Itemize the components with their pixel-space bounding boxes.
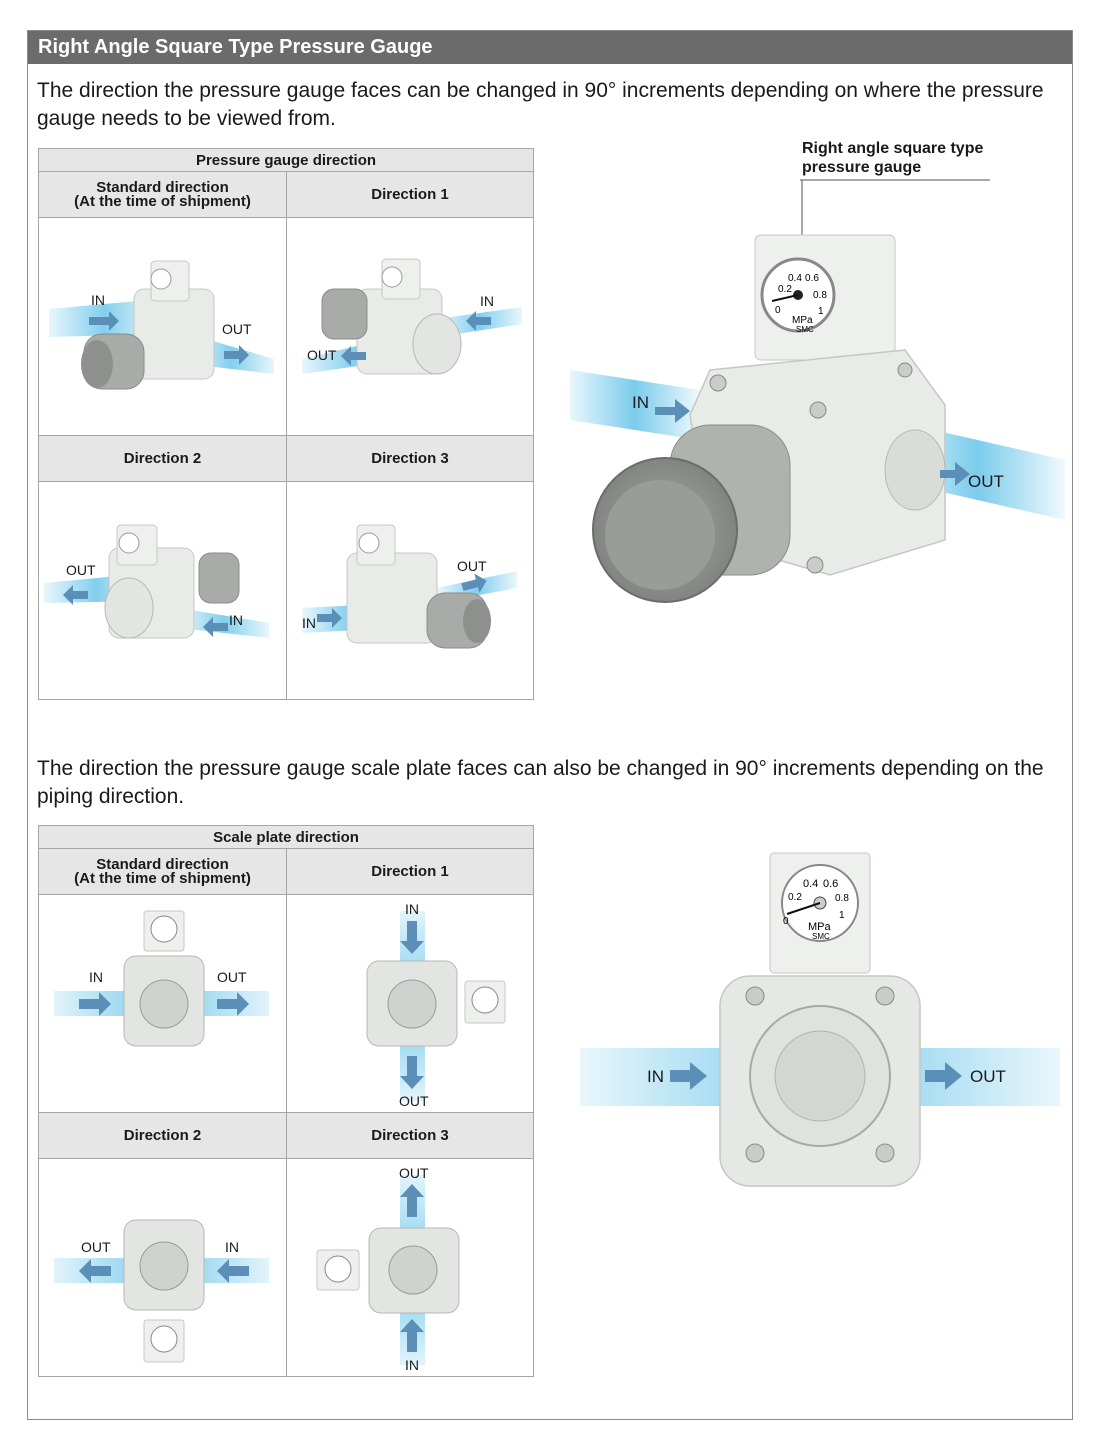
regulator-illustration: IN OUT <box>302 524 517 648</box>
out-label: OUT <box>217 969 247 985</box>
in-label: IN <box>647 1067 664 1086</box>
header-direction-2: Direction 2 <box>38 435 287 482</box>
header-line: (At the time of shipment) <box>74 869 251 887</box>
pressure-gauge-direction-table: Pressure gauge direction Standard direct… <box>38 148 534 700</box>
gauge-scale: 0.4 <box>803 878 818 890</box>
image-direction-3: OUT IN <box>285 1158 535 1377</box>
regulator-illustration: IN OUT <box>49 260 274 389</box>
in-label: IN <box>91 292 105 308</box>
in-label: IN <box>89 969 103 985</box>
gauge-scale: 0 <box>775 305 781 316</box>
regulator-top-view: OUT IN <box>54 1219 269 1362</box>
gauge-brand: SMC <box>796 325 814 334</box>
gauge-scale: 0.6 <box>823 878 838 890</box>
gauge-scale: 0.2 <box>788 892 802 903</box>
out-label: OUT <box>399 1093 429 1109</box>
out-label: OUT <box>222 321 252 337</box>
header-line: Standard direction <box>96 178 229 196</box>
in-label: IN <box>302 615 316 631</box>
scale-plate-direction-table: Scale plate direction Standard direction… <box>37 825 535 1377</box>
callout-line: pressure gauge <box>802 159 922 176</box>
gauge-scale: 0.4 <box>788 273 802 284</box>
gauge-scale: 0.8 <box>813 290 827 301</box>
header-standard-direction: Standard direction (At the time of shipm… <box>38 848 287 895</box>
regulator-top-view: OUT IN <box>316 1165 460 1373</box>
image-standard-direction: IN OUT <box>38 894 287 1113</box>
in-label: IN <box>225 1239 239 1255</box>
gauge-brand: SMC <box>812 932 830 941</box>
image-direction-3: IN OUT <box>286 481 534 700</box>
regulator-front-view-large: 0 0.2 0.4 0.6 0.8 1 MPa SMC IN OUT <box>580 852 1060 1187</box>
in-label: IN <box>405 901 419 917</box>
image-direction-1: OUT IN <box>286 217 534 436</box>
table-title: Scale plate direction <box>37 825 535 849</box>
regulator-illustration: OUT IN <box>302 258 522 374</box>
page-frame <box>27 30 1073 1420</box>
regulator-top-view: IN OUT <box>54 910 269 1046</box>
regulator-with-gauge-large: 0 0.2 0.4 0.6 0.8 1 MPa SMC IN OUT <box>570 179 1065 603</box>
header-line: (At the time of shipment) <box>74 192 251 210</box>
section-header: Right Angle Square Type Pressure Gauge <box>28 31 1072 64</box>
header-line: Standard direction <box>96 855 229 873</box>
intro-paragraph-1: The direction the pressure gauge faces c… <box>37 79 1044 130</box>
out-label: OUT <box>457 558 487 574</box>
table-title: Pressure gauge direction <box>38 148 534 172</box>
header-standard-direction: Standard direction (At the time of shipm… <box>38 171 287 218</box>
gauge-scale: 0 <box>783 916 789 927</box>
image-direction-2: OUT IN <box>38 481 287 700</box>
out-label: OUT <box>66 562 96 578</box>
gauge-scale: 1 <box>839 910 845 921</box>
regulator-illustration: OUT IN <box>44 524 269 638</box>
header-direction-3: Direction 3 <box>285 1112 535 1159</box>
image-standard-direction: IN OUT <box>38 217 287 436</box>
callout-line: Right angle square type <box>802 140 984 157</box>
gauge-unit: MPa <box>808 921 832 933</box>
header-direction-3: Direction 3 <box>286 435 534 482</box>
gauge-callout: Right angle square type pressure gauge <box>802 139 983 177</box>
out-label: OUT <box>968 472 1004 491</box>
out-label: OUT <box>307 347 337 363</box>
gauge-scale: 0.6 <box>805 273 819 284</box>
out-label: OUT <box>970 1067 1006 1086</box>
image-direction-2: OUT IN <box>38 1158 287 1377</box>
in-label: IN <box>632 393 649 412</box>
in-label: IN <box>229 612 243 628</box>
gauge-unit: MPa <box>792 315 813 326</box>
out-label: OUT <box>399 1165 429 1181</box>
gauge-scale: 0.2 <box>778 284 792 295</box>
out-label: OUT <box>81 1239 111 1255</box>
gauge-scale: 1 <box>818 306 824 317</box>
header-direction-2: Direction 2 <box>38 1112 287 1159</box>
header-direction-1: Direction 1 <box>285 848 535 895</box>
image-direction-1: IN OUT <box>285 894 535 1113</box>
intro-paragraph-2: The direction the pressure gauge scale p… <box>37 757 1044 808</box>
regulator-top-view: IN OUT <box>366 901 506 1109</box>
header-direction-1: Direction 1 <box>286 171 534 218</box>
gauge-scale: 0.8 <box>835 893 849 904</box>
in-label: IN <box>405 1357 419 1373</box>
in-label: IN <box>480 293 494 309</box>
